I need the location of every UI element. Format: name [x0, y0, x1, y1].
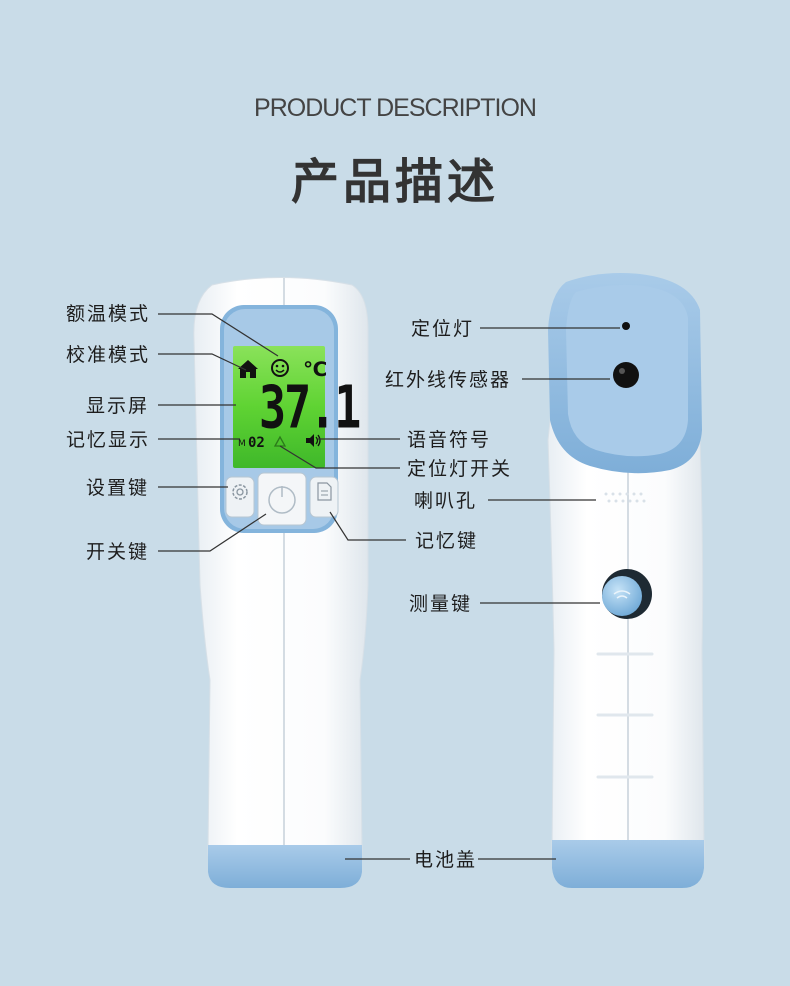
label-ir-sensor: 红外线传感器 — [385, 369, 512, 391]
memory-number: 02 — [248, 435, 265, 451]
label-calibration-mode: 校准模式 — [66, 344, 151, 366]
label-battery-cover: 电池盖 — [414, 849, 478, 871]
temperature-readout: 37.1 — [259, 375, 359, 442]
label-memory-key: 记忆键 — [415, 530, 479, 552]
label-measure-key: 测量键 — [409, 593, 473, 615]
home-icon — [238, 360, 258, 378]
smiley-face-icon — [271, 359, 289, 377]
label-memory-display: 记忆显示 — [66, 429, 151, 451]
label-display-screen: 显示屏 — [86, 395, 150, 417]
settings-button[interactable] — [225, 476, 255, 518]
speaker-icon — [306, 434, 321, 447]
label-voice-symbol: 语音符号 — [407, 429, 492, 451]
back-battery-cover — [552, 840, 704, 888]
label-locator-light: 定位灯 — [411, 318, 475, 340]
locator-light-dot — [622, 322, 630, 330]
infrared-sensor — [613, 362, 639, 388]
gear-icon — [232, 484, 248, 500]
label-settings-key: 设置键 — [86, 477, 150, 499]
power-button[interactable] — [257, 472, 307, 526]
label-power-key: 开关键 — [86, 541, 150, 563]
label-locator-light-switch: 定位灯开关 — [407, 458, 513, 480]
leader-lines — [158, 313, 620, 860]
wifi-icon — [613, 590, 631, 599]
memory-prefix: M — [238, 439, 246, 449]
thermometer-front: ℃ 37.1 M 02 — [193, 277, 369, 888]
thermometer-back — [547, 273, 705, 888]
title-english: PRODUCT DESCRIPTION — [254, 94, 537, 122]
title-chinese: 产品描述 — [290, 154, 499, 210]
power-icon — [268, 486, 296, 514]
grip-ribs — [596, 652, 654, 779]
document-icon — [317, 482, 332, 501]
temperature-unit: ℃ — [303, 357, 327, 381]
label-speaker-hole: 喇叭孔 — [414, 490, 478, 512]
speaker-holes — [604, 492, 646, 503]
label-forehead-mode: 额温模式 — [66, 303, 151, 325]
battery-cover — [208, 845, 362, 888]
